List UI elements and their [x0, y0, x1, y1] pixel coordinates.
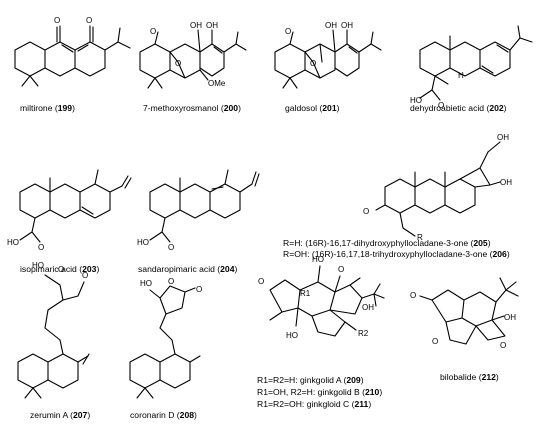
- atom-o: O: [438, 101, 444, 110]
- compound-number: 208: [179, 410, 195, 420]
- atom-oh: OH: [504, 313, 516, 322]
- atom-o: O: [363, 207, 369, 216]
- atom-ho: HO: [140, 279, 152, 288]
- atom-oh: OH: [341, 21, 353, 30]
- atom-o: O: [175, 59, 181, 68]
- atom-oh: OH: [497, 133, 509, 142]
- substituent-label: R=OH:: [283, 249, 310, 259]
- structure-methoxyrosmanol: O OH OH O OMe: [139, 21, 247, 89]
- compound-name: zerumin A: [30, 410, 68, 420]
- atom-oh: OH: [325, 21, 337, 30]
- atom-ho: HO: [312, 255, 324, 264]
- caption-methoxyrosmanol: 7-methoxyrosmanol (200): [143, 103, 241, 113]
- structure-dehydroabietic-acid: HO O H: [410, 25, 533, 110]
- caption-phyllocladane-206: R=OH: (16R)-16,17,18-trihydroxyphyllocla…: [283, 249, 510, 259]
- caption-sandaropimaric-acid: sandaropimaric acid (204): [138, 264, 238, 274]
- compound-number: 205: [473, 238, 488, 248]
- atom-o: O: [82, 271, 88, 280]
- caption-ginkgolide-211: R1=R2=OH: ginkgloid C (211): [257, 399, 372, 409]
- structure-zerumin-a: HO O O: [17, 261, 90, 399]
- atom-o: O: [54, 16, 60, 25]
- compound-name: miltirone: [20, 103, 53, 113]
- caption-bilobalide: bilobalide (212): [440, 372, 499, 382]
- structure-phyllocladane: O OH OH R: [363, 133, 512, 242]
- caption-miltirone: miltirone (199): [20, 103, 75, 113]
- caption-isopimaric-acid: isopimaric acid (203): [20, 264, 100, 274]
- atom-oh: OH: [500, 178, 512, 187]
- atom-o: O: [310, 59, 316, 68]
- atom-o: O: [258, 277, 264, 286]
- compound-name: galdosol: [285, 103, 318, 113]
- atom-o: O: [410, 291, 416, 300]
- compound-name: ginkgolid A: [300, 375, 342, 385]
- structure-isopimaric-acid: HO O: [7, 169, 132, 252]
- compound-number: 206: [492, 249, 507, 259]
- atom-ho: HO: [410, 96, 422, 105]
- atom-r: R: [417, 233, 423, 242]
- compound-number: 211: [354, 399, 369, 409]
- atom-oh: OH: [206, 21, 218, 30]
- atom-o: O: [168, 277, 174, 286]
- compound-name: isopimaric acid: [20, 264, 77, 274]
- compound-number: 201: [322, 103, 337, 113]
- compound-name: (16R)-16,17-dihydroxyphyllocladane-3-one: [305, 238, 469, 248]
- structure-miltirone: O O: [14, 16, 131, 87]
- compound-name: dehydroabietic acid: [410, 103, 485, 113]
- atom-o: O: [168, 243, 174, 252]
- atom-o: O: [432, 337, 438, 346]
- compound-number: 204: [220, 264, 235, 274]
- compound-number: 200: [223, 103, 239, 113]
- compound-name: ginkgloid C: [306, 399, 350, 409]
- caption-ginkgolide-209: R1=R2=H: ginkgolid A (209): [257, 375, 364, 385]
- caption-galdosol: galdosol (201): [285, 103, 340, 113]
- atom-o: O: [86, 16, 92, 25]
- caption-ginkgolide-210: R1=OH, R2=H: ginkgolid B (210): [257, 387, 383, 397]
- caption-zerumin-a: zerumin A (207): [30, 410, 91, 420]
- substituent-label: R=H:: [283, 238, 303, 248]
- atom-oh: OH: [362, 303, 374, 312]
- compound-name: bilobalide: [440, 372, 477, 382]
- compound-number: 203: [82, 264, 97, 274]
- atom-ho: HO: [7, 238, 19, 247]
- atom-o: O: [38, 243, 44, 252]
- atom-o: O: [58, 265, 64, 274]
- compound-number: 210: [364, 387, 380, 397]
- atom-ome: OMe: [208, 79, 226, 88]
- compound-number: 209: [346, 375, 361, 385]
- structure-bilobalide: O OH O O: [410, 277, 519, 350]
- caption-coronarin-d: coronarin D (208): [130, 410, 197, 420]
- structure-galdosol: O OH OH O: [274, 21, 382, 89]
- substituent-label: R1=R2=H:: [257, 375, 298, 385]
- caption-phyllocladane-205: R=H: (16R)-16,17-dihydroxyphyllocladane-…: [283, 238, 491, 248]
- compound-name: 7-methoxyrosmanol: [143, 103, 219, 113]
- compound-number: 207: [73, 410, 88, 420]
- atom-o: O: [500, 341, 506, 350]
- structure-coronarin-d: HO O O: [129, 277, 202, 399]
- compound-name: ginkgolid B: [317, 387, 360, 397]
- compound-name: (16R)-16,17,18-trihydroxyphyllocladane-3…: [311, 249, 488, 259]
- structure-sandaropimaric-acid: HO O: [137, 169, 260, 252]
- substituent-label: R1=OH, R2=H:: [257, 387, 316, 397]
- compound-name: sandaropimaric acid: [138, 264, 215, 274]
- atom-o: O: [196, 285, 202, 294]
- compound-number: 202: [489, 103, 504, 113]
- structure-ginkgolide: O HO O R1 HO R2 OH: [258, 255, 385, 340]
- atom-r1: R1: [300, 289, 311, 298]
- substituent-label: R1=R2=OH:: [257, 399, 305, 409]
- atom-ho: HO: [32, 261, 44, 270]
- atom-o: O: [150, 27, 156, 36]
- compound-name: coronarin D: [130, 410, 175, 420]
- atom-o: O: [338, 265, 344, 274]
- atom-ho: HO: [137, 238, 149, 247]
- atom-ho: HO: [286, 331, 298, 340]
- atom-h: H: [458, 71, 464, 80]
- compound-number: 212: [481, 372, 496, 382]
- atom-o: O: [285, 27, 291, 36]
- atom-r2: R2: [358, 329, 369, 338]
- caption-dehydroabietic-acid: dehydroabietic acid (202): [410, 103, 507, 113]
- atom-oh: OH: [190, 21, 202, 30]
- compound-number: 199: [57, 103, 73, 113]
